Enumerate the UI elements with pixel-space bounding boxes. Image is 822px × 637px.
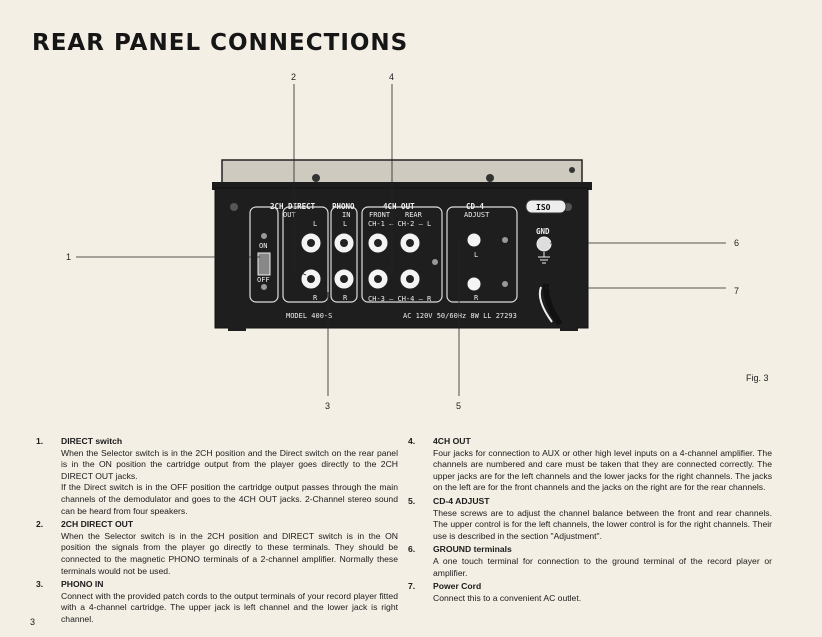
adjust-screw-upper[interactable]: [466, 232, 482, 248]
item-body: When the Selector switch is in the 2CH p…: [61, 447, 398, 481]
direct-switch-frame: [249, 206, 279, 303]
item-title: PHONO IN: [61, 579, 104, 590]
rca-jack-core: [406, 275, 414, 283]
item-number: 7.: [408, 581, 416, 592]
screw-icon: [502, 237, 508, 243]
foot: [228, 326, 246, 331]
item-number: 5.: [408, 495, 416, 506]
screw-icon: [261, 233, 267, 239]
callout-2: 2: [291, 72, 296, 82]
phono-l-label: L: [343, 220, 347, 228]
item-number: 3.: [36, 579, 44, 590]
item-title: Power Cord: [433, 581, 482, 592]
description-column-right: 4. 4CH OUT Four jacks for connection to …: [408, 436, 772, 606]
screw-icon: [502, 281, 508, 287]
item-title: GROUND terminals: [433, 544, 512, 555]
screw-icon: [486, 174, 494, 182]
item-body: A one touch terminal for connection to t…: [433, 555, 772, 578]
cd4-l-label: L: [474, 251, 478, 259]
callout-7: 7: [734, 286, 739, 296]
item-number: 6.: [408, 544, 416, 555]
4ch-out-label: 4CH OUT: [383, 202, 415, 211]
phono-sub: IN: [342, 211, 350, 219]
item-body: These screws are to adjust the channel b…: [433, 507, 772, 541]
item-body-2: If the Direct switch is in the OFF posit…: [61, 482, 398, 516]
list-item: 1. DIRECT switch When the Selector switc…: [36, 436, 398, 517]
cd4-sub: ADJUST: [464, 211, 490, 219]
cd4-r-label: R: [474, 294, 479, 302]
cover-lip: [212, 182, 592, 190]
description-column-left: 1. DIRECT switch When the Selector switc…: [36, 436, 398, 628]
item-number: 2.: [36, 519, 44, 530]
front-label: FRONT: [369, 211, 391, 219]
item-body: When the Selector switch is in the 2CH p…: [61, 530, 398, 576]
item-title: DIRECT switch: [61, 436, 123, 446]
direct-out-sub: OUT: [283, 211, 296, 219]
rear-label: REAR: [405, 211, 423, 219]
figure-caption: Fig. 3: [746, 373, 769, 383]
gnd-label: GND: [536, 227, 550, 236]
switch-on-label: ON: [259, 242, 267, 250]
screw-icon: [432, 259, 438, 265]
item-title: 4CH OUT: [433, 436, 471, 446]
list-item: 6. GROUND terminals A one touch terminal…: [408, 544, 772, 579]
list-item: 4. 4CH OUT Four jacks for connection to …: [408, 436, 772, 494]
foot: [560, 326, 578, 331]
rca-jack-core: [374, 239, 382, 247]
callout-1: 1: [66, 252, 71, 262]
direct-r-label: R: [313, 294, 318, 302]
ground-icon: [538, 252, 550, 264]
power-cord: [542, 283, 563, 326]
list-item: 2. 2CH DIRECT OUT When the Selector swit…: [36, 519, 398, 577]
item-number: 1.: [36, 436, 44, 446]
phono-label: PHONO: [332, 202, 355, 211]
screw-icon: [312, 174, 320, 182]
item-number: 4.: [408, 436, 416, 446]
page-title: REAR PANEL CONNECTIONS: [32, 30, 409, 56]
list-item: 7. Power Cord Connect this to a convenie…: [408, 581, 772, 604]
direct-out-label: 2CH DIRECT: [270, 202, 316, 211]
ch-bottom-label: CH-3 — CH-4 — R: [368, 295, 432, 303]
phono-r-label: R: [343, 294, 348, 302]
direct-l-label: L: [313, 220, 317, 228]
item-body: Four jacks for connection to AUX or othe…: [433, 447, 772, 493]
cd4-label: CD-4: [466, 202, 485, 211]
rca-jack-core: [374, 275, 382, 283]
adjust-screw-lower[interactable]: [466, 276, 482, 292]
list-item: 5. CD-4 ADJUST These screws are to adjus…: [408, 496, 772, 542]
callout-4: 4: [389, 72, 394, 82]
screw-icon: [261, 284, 267, 290]
power-spec-label: AC 120V 50/60Hz 8W LL 27293: [403, 312, 517, 320]
iso-badge-text: ISO: [536, 203, 551, 212]
ch-top-label: CH-1 — CH-2 — L: [368, 220, 431, 228]
iso-badge: [525, 199, 567, 214]
rca-jack-core: [307, 239, 315, 247]
cd4-frame: [446, 206, 518, 303]
page-number: 3: [30, 617, 36, 627]
model-label: MODEL 400-S: [286, 312, 332, 320]
rca-jack-core: [307, 275, 315, 283]
switch-off-label: OFF: [257, 276, 270, 284]
callout-line-2b: [293, 269, 307, 276]
rca-jack-core: [340, 239, 348, 247]
item-title: 2CH DIRECT OUT: [61, 519, 134, 530]
direct-out-frame: [282, 206, 329, 303]
phono-frame: [330, 206, 358, 303]
item-body: Connect with the provided patch cords to…: [61, 590, 398, 624]
item-title: CD-4 ADJUST: [433, 495, 490, 506]
item-body: Connect this to a convenient AC outlet.: [433, 592, 582, 603]
rca-jack-core: [406, 239, 414, 247]
screw-icon: [569, 167, 575, 173]
screw-icon: [230, 203, 238, 211]
callout-3: 3: [325, 401, 330, 411]
ground-terminal[interactable]: [536, 236, 552, 252]
callout-6: 6: [734, 238, 739, 248]
4ch-out-frame: [361, 206, 443, 303]
rca-jack-core: [340, 275, 348, 283]
direct-switch[interactable]: [257, 252, 271, 276]
callout-5: 5: [456, 401, 461, 411]
list-item: 3. PHONO IN Connect with the provided pa…: [36, 579, 398, 625]
power-cord-icon: [538, 286, 553, 323]
